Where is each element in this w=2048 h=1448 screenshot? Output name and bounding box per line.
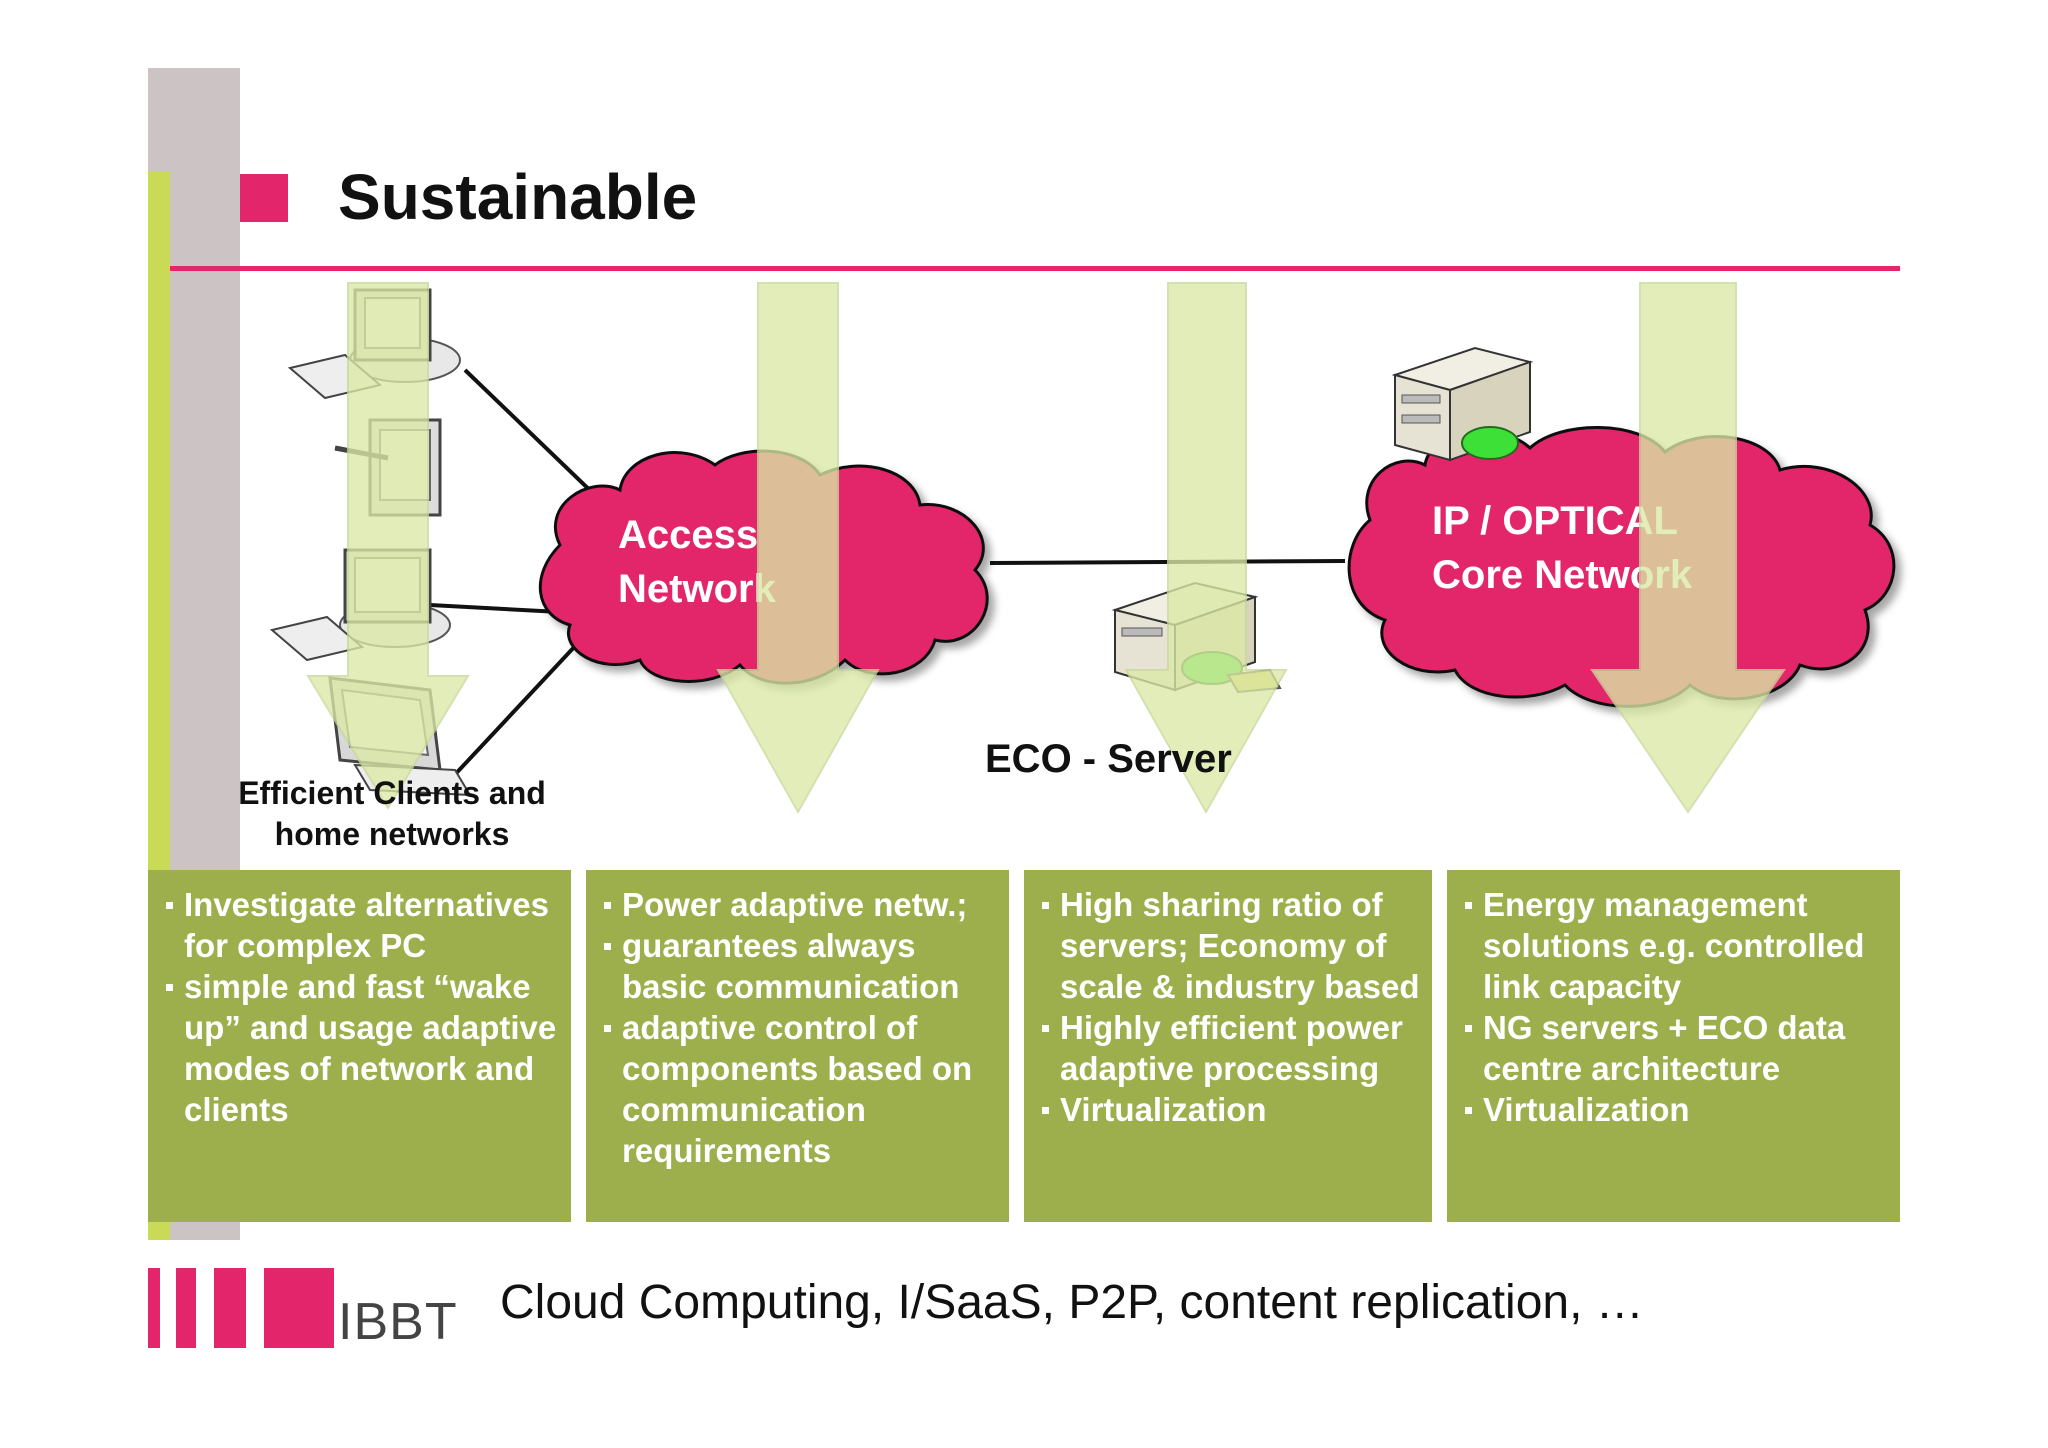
flow-arrow — [1590, 282, 1786, 814]
link-line — [446, 626, 594, 784]
info-box-clients: Investigate alternatives for complex PC … — [148, 870, 571, 1222]
core-network-label-1: IP / OPTICAL — [1432, 499, 1678, 543]
ibbt-logo-text: IBBT — [338, 1293, 458, 1351]
access-network-label-2: Network — [618, 567, 777, 611]
bullet-item: Highly efficient power adaptive processi… — [1042, 1007, 1422, 1089]
logo-bar — [264, 1268, 334, 1348]
bullet-item: guarantees always basic communication — [604, 925, 999, 1007]
eco-server-label: ECO - Server — [985, 737, 1232, 781]
ibbt-logo — [148, 1268, 448, 1348]
bullet-item: Power adaptive netw.; — [604, 884, 999, 925]
bullet-item: Investigate alternatives for complex PC — [166, 884, 561, 966]
bullet-item: Virtualization — [1465, 1089, 1890, 1130]
bullet-item: simple and fast “wake up” and usage adap… — [166, 966, 561, 1130]
info-box-access: Power adaptive netw.; guarantees always … — [586, 870, 1009, 1222]
flow-arrow — [716, 282, 880, 815]
network-diagram: Access Network IP / OPTICAL Core Network — [238, 282, 1896, 852]
title-underline — [170, 266, 1900, 271]
title-bullet — [240, 174, 288, 222]
footer-caption: Cloud Computing, I/SaaS, P2P, content re… — [500, 1276, 1644, 1329]
access-network-label-1: Access — [618, 513, 758, 557]
bullet-item: Virtualization — [1042, 1089, 1422, 1130]
core-server-icon — [1391, 346, 1534, 462]
clients-label-2: home networks — [275, 816, 510, 852]
logo-bar — [214, 1268, 246, 1348]
core-network-cloud — [1347, 426, 1896, 708]
info-box-core: Energy management solutions e.g. control… — [1447, 870, 1900, 1222]
bullet-item: Energy management solutions e.g. control… — [1465, 884, 1890, 1007]
bullet-item: NG servers + ECO data centre architectur… — [1465, 1007, 1890, 1089]
link-line — [463, 368, 602, 502]
flow-arrow — [306, 282, 470, 810]
logo-bar — [148, 1268, 160, 1348]
clients-label-1: Efficient Clients and — [238, 775, 546, 811]
link-line — [429, 603, 561, 614]
flow-arrow — [1124, 282, 1288, 815]
bullet-item: High sharing ratio of servers; Economy o… — [1042, 884, 1422, 1007]
logo-bar — [176, 1268, 196, 1348]
page-title: Sustainable — [338, 161, 698, 233]
info-box-server: High sharing ratio of servers; Economy o… — [1024, 870, 1432, 1222]
bullet-item: adaptive control of components based on … — [604, 1007, 999, 1171]
